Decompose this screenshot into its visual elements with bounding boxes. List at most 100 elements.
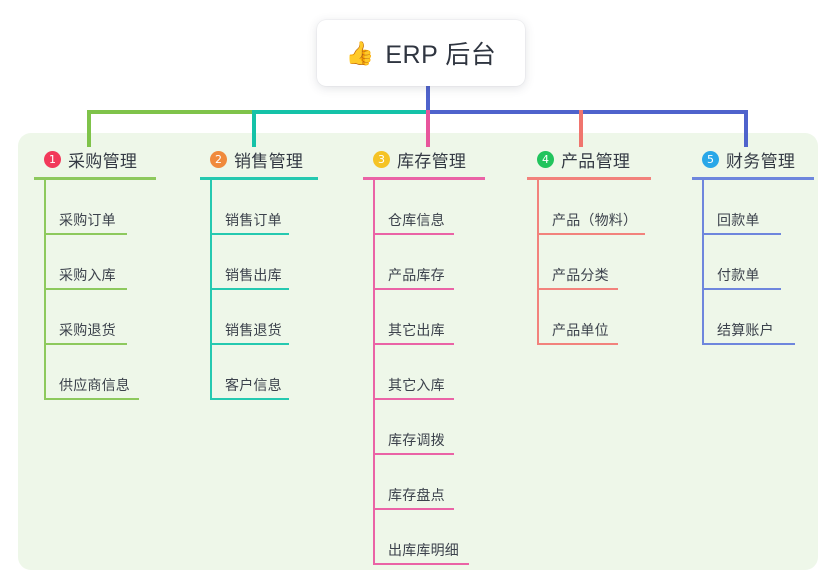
- leaf-item[interactable]: 产品单位: [527, 290, 677, 345]
- leaf-rule: [374, 288, 454, 290]
- branch-rule-5: [692, 177, 814, 180]
- branch-column-5: 5 财务管理 回款单 付款单 结算账户: [692, 146, 824, 345]
- leaf-label: 其它出库: [388, 322, 445, 338]
- branch-rule-4: [527, 177, 651, 180]
- leaf-label: 出库库明细: [388, 542, 459, 558]
- branch-header-1[interactable]: 1 采购管理: [34, 146, 184, 172]
- leaf-rule: [45, 343, 127, 345]
- leaf-item[interactable]: 付款单: [692, 235, 824, 290]
- leaf-rule: [538, 233, 645, 235]
- leaf-item[interactable]: 结算账户: [692, 290, 824, 345]
- leaf-label: 客户信息: [225, 377, 282, 393]
- branch-badge-5: 5: [702, 150, 719, 168]
- branch-column-4: 4 产品管理 产品（物料） 产品分类 产品单位: [527, 146, 677, 345]
- branch-title-1: 采购管理: [68, 151, 138, 171]
- leaf-rule: [374, 563, 469, 565]
- branch-spine-4: [537, 180, 539, 345]
- branch-rule-1: [34, 177, 156, 180]
- leaf-item[interactable]: 产品分类: [527, 235, 677, 290]
- leaf-item[interactable]: 销售退货: [200, 290, 342, 345]
- branch-title-3: 库存管理: [397, 151, 467, 171]
- leaf-item[interactable]: 供应商信息: [34, 345, 184, 400]
- leaf-label: 供应商信息: [59, 377, 130, 393]
- branch-column-2: 2 销售管理 销售订单 销售出库 销售退货 客户信息: [200, 146, 342, 400]
- leaf-label: 产品库存: [388, 267, 445, 283]
- branch-spine-1: [44, 180, 46, 400]
- branch-drop-3: [426, 110, 430, 147]
- leaf-item[interactable]: 其它入库: [363, 345, 503, 400]
- leaf-item[interactable]: 销售订单: [200, 180, 342, 235]
- leaf-item[interactable]: 采购入库: [34, 235, 184, 290]
- leaf-item[interactable]: 采购订单: [34, 180, 184, 235]
- branch-drop-4: [579, 110, 583, 147]
- leaf-item[interactable]: 其它出库: [363, 290, 503, 345]
- leaf-rule: [374, 508, 454, 510]
- leaf-label: 付款单: [717, 267, 760, 283]
- branch-badge-4: 4: [537, 150, 554, 168]
- leaf-rule: [45, 288, 127, 290]
- connector-bar-green: [87, 110, 254, 114]
- leaf-rule: [374, 233, 454, 235]
- branch-title-5: 财务管理: [726, 151, 796, 171]
- leaf-label: 仓库信息: [388, 212, 445, 228]
- branch-title-4: 产品管理: [561, 151, 631, 171]
- branch-header-3[interactable]: 3 库存管理: [363, 146, 503, 172]
- branch-badge-3: 3: [373, 150, 390, 168]
- leaf-label: 采购订单: [59, 212, 116, 228]
- leaf-label: 采购退货: [59, 322, 116, 338]
- leaf-item[interactable]: 客户信息: [200, 345, 342, 400]
- branch-header-4[interactable]: 4 产品管理: [527, 146, 677, 172]
- branch-spine-5: [702, 180, 704, 345]
- connector-bar-blue: [426, 110, 748, 114]
- branch-spine-2: [210, 180, 212, 400]
- leaf-rule: [538, 288, 618, 290]
- leaf-label: 采购入库: [59, 267, 116, 283]
- leaf-item[interactable]: 库存盘点: [363, 455, 503, 510]
- branch-column-3: 3 库存管理 仓库信息 产品库存 其它出库 其它入库 库存调拨: [363, 146, 503, 565]
- branch-drop-1: [87, 110, 91, 147]
- branch-rule-2: [200, 177, 318, 180]
- leaf-label: 结算账户: [717, 322, 774, 338]
- leaf-rule: [211, 288, 289, 290]
- leaf-item[interactable]: 产品库存: [363, 235, 503, 290]
- leaf-rule: [211, 233, 289, 235]
- leaf-label: 库存盘点: [388, 487, 445, 503]
- leaf-label: 产品分类: [552, 267, 609, 283]
- branch-header-2[interactable]: 2 销售管理: [200, 146, 342, 172]
- leaf-label: 产品单位: [552, 322, 609, 338]
- leaf-rule: [211, 343, 289, 345]
- root-stem-line: [426, 84, 430, 112]
- leaf-item[interactable]: 仓库信息: [363, 180, 503, 235]
- content-panel: [18, 133, 818, 570]
- thumbs-up-icon: 👍: [345, 39, 375, 66]
- leaf-item[interactable]: 产品（物料）: [527, 180, 677, 235]
- leaf-item[interactable]: 采购退货: [34, 290, 184, 345]
- leaf-rule: [374, 398, 454, 400]
- connector-bar-teal: [252, 110, 428, 114]
- branch-header-5[interactable]: 5 财务管理: [692, 146, 824, 172]
- leaf-rule: [703, 343, 795, 345]
- leaf-item[interactable]: 回款单: [692, 180, 824, 235]
- branch-drop-2: [252, 110, 256, 147]
- leaf-label: 销售出库: [225, 267, 282, 283]
- leaf-item[interactable]: 出库库明细: [363, 510, 503, 565]
- branch-drop-5: [744, 110, 748, 147]
- branch-rule-3: [363, 177, 485, 180]
- leaf-item[interactable]: 销售出库: [200, 235, 342, 290]
- root-node[interactable]: 👍 ERP 后台: [317, 20, 525, 86]
- leaf-rule: [374, 343, 454, 345]
- leaf-label: 销售订单: [225, 212, 282, 228]
- leaf-rule: [703, 233, 781, 235]
- leaf-label: 库存调拨: [388, 432, 445, 448]
- leaf-rule: [45, 398, 139, 400]
- leaf-rule: [374, 453, 454, 455]
- branch-leaves-3: 仓库信息 产品库存 其它出库 其它入库 库存调拨 库存盘点: [363, 180, 503, 565]
- leaf-label: 产品（物料）: [552, 212, 638, 228]
- leaf-rule: [538, 343, 618, 345]
- branch-leaves-1: 采购订单 采购入库 采购退货 供应商信息: [34, 180, 184, 400]
- root-node-label: ERP 后台: [385, 41, 497, 69]
- leaf-item[interactable]: 库存调拨: [363, 400, 503, 455]
- branch-spine-3: [373, 180, 375, 565]
- leaf-label: 销售退货: [225, 322, 282, 338]
